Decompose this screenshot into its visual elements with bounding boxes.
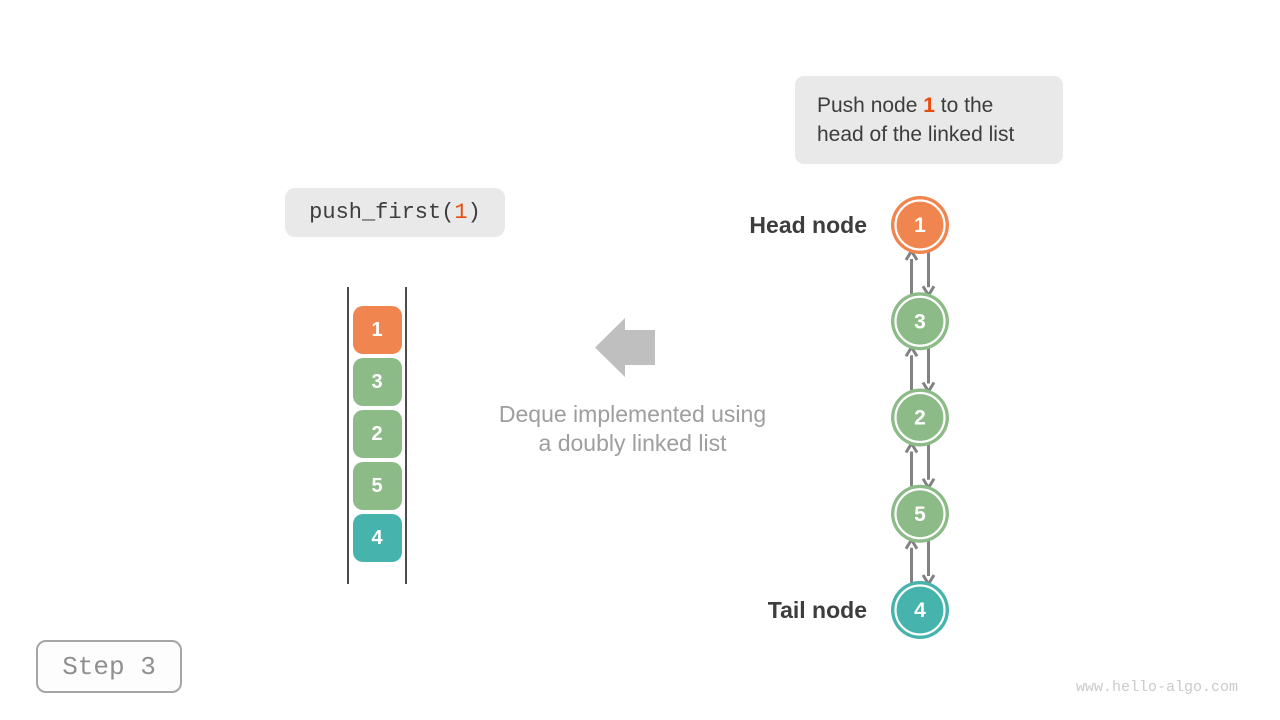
- list-node-value: 1: [914, 214, 926, 237]
- deque-note-line2: a doubly linked list: [538, 430, 727, 456]
- deque-note-line1: Deque implemented using: [498, 401, 767, 427]
- list-node-value: 4: [914, 599, 926, 622]
- list-node-value: 2: [914, 407, 926, 430]
- annotation-line2: head of the linked list: [817, 123, 1015, 146]
- stack-item-1: 1: [352, 306, 402, 354]
- annotation-text-after: to the: [934, 94, 994, 117]
- deque-note: Deque implemented using a doubly linked …: [460, 400, 805, 458]
- left-arrow-shape: [595, 318, 655, 377]
- annotation-highlight-value: 1: [923, 94, 935, 117]
- link-arrow-pair: [904, 440, 936, 491]
- list-node-value: 5: [914, 503, 926, 526]
- list-node-4: 4: [891, 581, 949, 639]
- code-text-before: push_first(: [309, 200, 455, 225]
- watermark: www.hello-algo.com: [1075, 679, 1238, 696]
- code-text-after: ): [467, 200, 481, 225]
- head-node-label: Head node: [749, 212, 867, 238]
- left-arrow-icon: [595, 318, 655, 377]
- annotation-text-before: Push node: [817, 94, 924, 117]
- push-annotation: Push node 1 to the head of the linked li…: [795, 76, 1063, 164]
- tail-node-label: Tail node: [767, 597, 867, 623]
- link-arrow-pair: [904, 344, 936, 395]
- code-arg: 1: [454, 200, 468, 225]
- link-arrow-pair: [904, 248, 936, 299]
- link-arrow-pair: [904, 536, 936, 587]
- list-node-2: 2: [891, 388, 949, 447]
- list-node-1: 1: [891, 196, 949, 254]
- doubly-linked-list: 1 3 2 5 4: [891, 196, 949, 639]
- stack-item-4: 4: [352, 514, 402, 562]
- stack-item-2: 2: [352, 410, 402, 458]
- list-node-5: 5: [891, 484, 949, 543]
- step-badge: Step 3: [36, 640, 182, 693]
- list-node-value: 3: [914, 310, 926, 333]
- stack-item-3: 3: [352, 358, 402, 406]
- push-first-code: push_first(1): [285, 188, 505, 237]
- stack-item-5: 5: [352, 462, 402, 510]
- list-node-3: 3: [891, 292, 949, 351]
